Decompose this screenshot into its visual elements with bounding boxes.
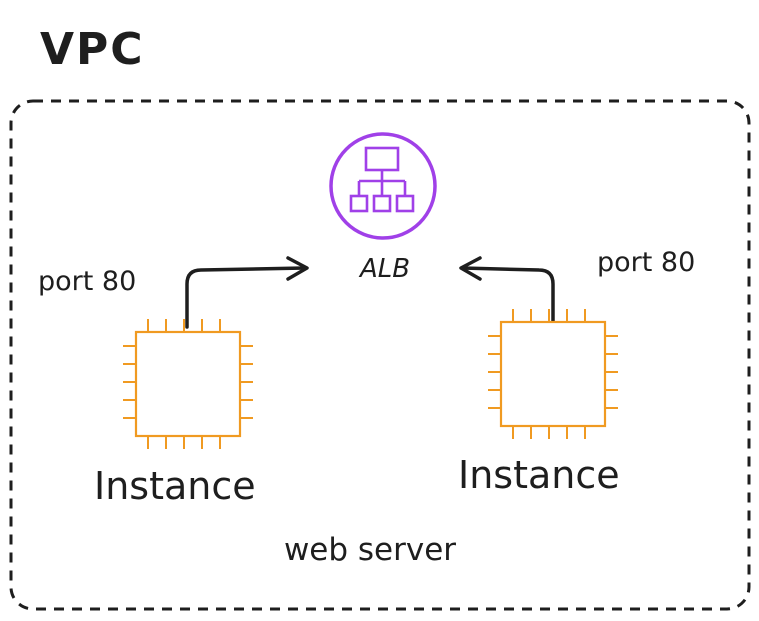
right-connection-arrow: [459, 256, 555, 323]
left-port-label: port 80: [38, 266, 136, 297]
load-balancer-icon: [329, 132, 437, 240]
right-instance-label: Instance: [458, 453, 620, 497]
left-connection-arrow: [185, 256, 309, 329]
right-port-label: port 80: [597, 247, 695, 278]
right-instance-chip-icon: [486, 307, 620, 441]
left-instance-chip-icon: [121, 317, 255, 451]
web-server-label: web server: [284, 532, 456, 568]
alb-label: ALB: [358, 254, 410, 284]
left-instance-label: Instance: [94, 464, 256, 508]
vpc-boundary: [9, 99, 751, 611]
vpc-label: VPC: [40, 24, 145, 75]
